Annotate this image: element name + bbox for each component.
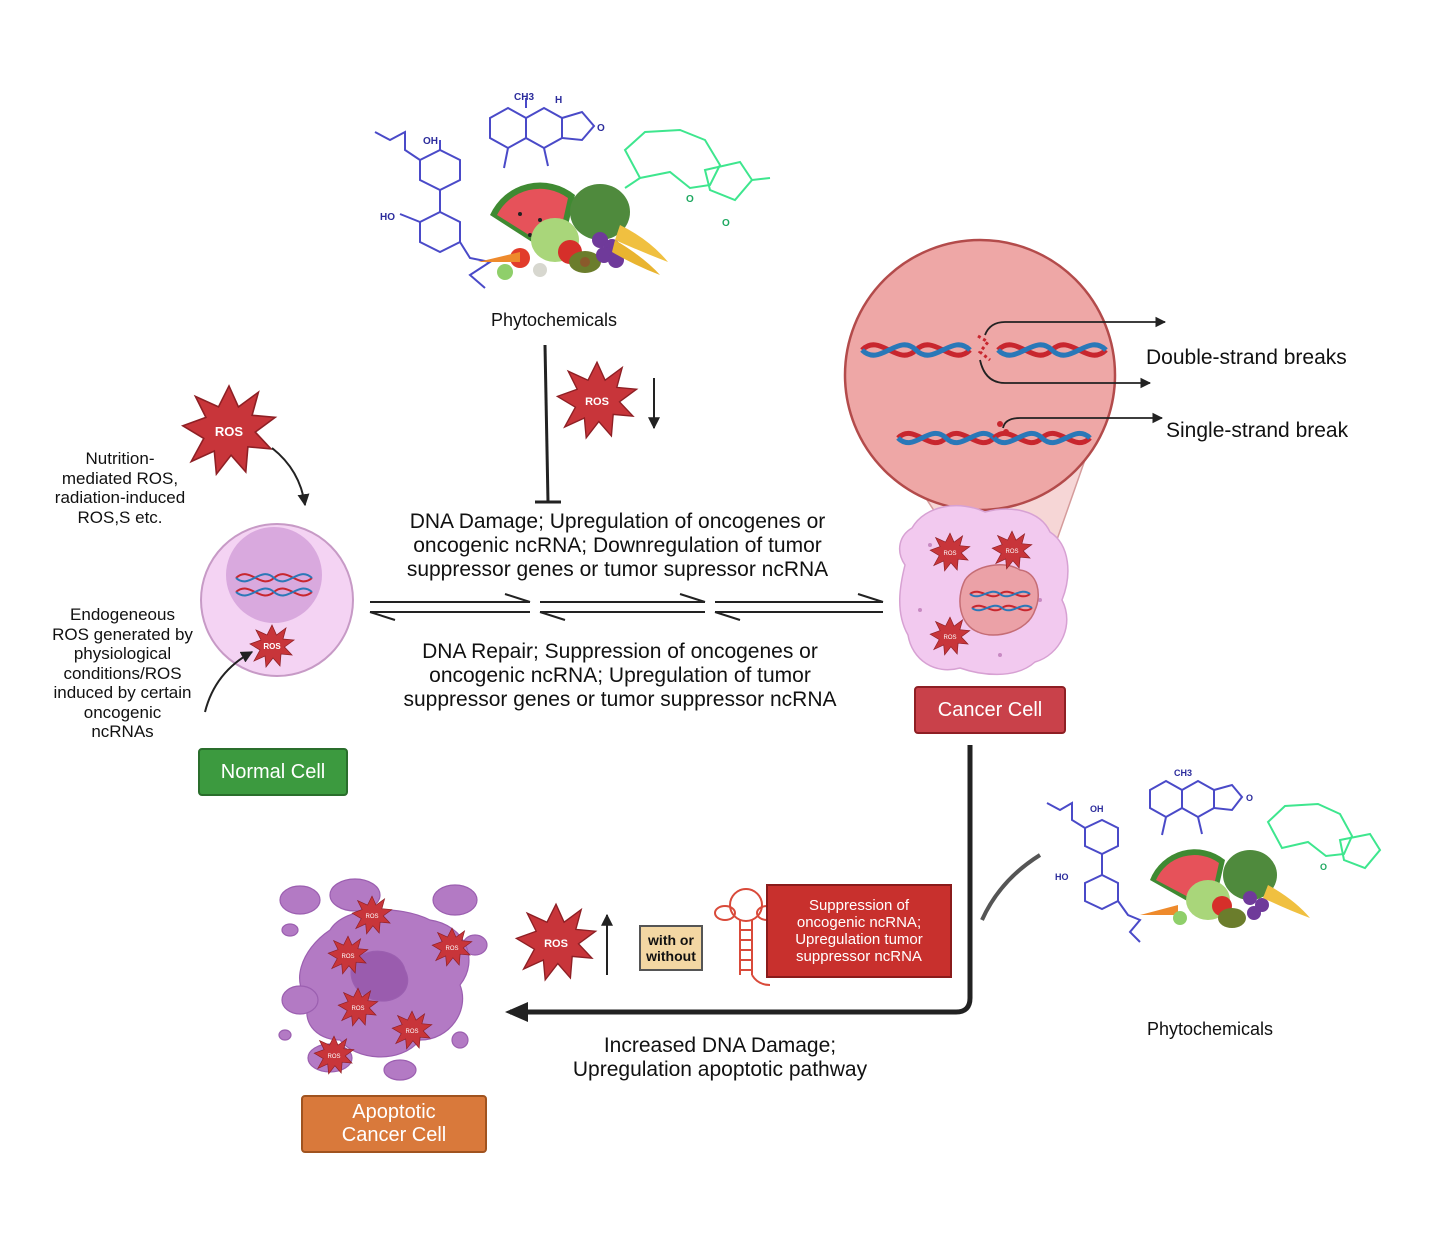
svg-text:ROS: ROS — [327, 1054, 340, 1060]
o-label-top: O — [597, 123, 605, 134]
elbow-arrow-head — [505, 1002, 528, 1022]
svg-text:ROS: ROS — [215, 424, 244, 439]
increased-damage-text: Increased DNA Damage; Upregulation apopt… — [572, 1034, 868, 1082]
normal-cell: ROS — [200, 523, 354, 677]
svg-text:ROS: ROS — [341, 954, 354, 960]
nutrition-ros-text: Nutrition- mediated ROS, radiation-induc… — [54, 449, 186, 527]
svg-text:ROS: ROS — [405, 1029, 418, 1035]
svg-text:ROS: ROS — [445, 946, 458, 952]
with-or-without-box: with or without — [639, 925, 703, 971]
phyto-feed-line — [980, 853, 1042, 921]
double-strand-breaks-label: Double-strand breaks — [1146, 346, 1347, 369]
lactone-structure-bottom-icon — [1149, 779, 1244, 836]
ros-burst-nutrition: ROS — [182, 385, 276, 475]
cancer-cell-label: Cancer Cell — [914, 686, 1066, 734]
ho-label: HO — [380, 212, 395, 223]
nutrition-arrow — [271, 447, 310, 507]
o-label-green: O — [686, 194, 694, 205]
ch3-label: CH3 — [514, 92, 534, 103]
normal-cell-label: Normal Cell — [198, 748, 348, 796]
dna-zoom-circle — [843, 238, 1117, 512]
biphenyl-structure-icon — [374, 130, 493, 289]
oh-label: OH — [423, 136, 438, 147]
o-label-bottom: O — [1246, 793, 1253, 803]
elbow-arrow-line — [510, 745, 973, 1015]
ros-top-text: ROS — [585, 396, 609, 408]
fruits-vegetables-bottom-icon — [1140, 849, 1310, 928]
ho-label-bottom: HO — [1055, 872, 1069, 882]
cancer-cell: ROS ROS ROS — [898, 505, 1069, 676]
phytochemicals-bottom-label: Phytochemicals — [1147, 1019, 1273, 1039]
phytochemicals-top-cluster: OH HO CH3 H O O O — [374, 92, 771, 330]
biphenyl-structure-bottom-icon — [1046, 801, 1142, 943]
o-label-green-bottom: O — [1320, 862, 1327, 872]
svg-text:ROS: ROS — [943, 551, 956, 557]
ros-bottom-text: ROS — [544, 938, 568, 950]
lactone-structure-icon — [489, 98, 596, 169]
apoptotic-cell-label: Apoptotic Cancer Cell — [301, 1095, 487, 1153]
h-label-top: H — [555, 95, 562, 106]
macrocycle-structure-bottom-icon — [1266, 802, 1382, 870]
phytochemicals-bottom-cluster: OH HO CH3 O O Phytochemicals — [1046, 768, 1382, 1039]
svg-text:ROS: ROS — [365, 914, 378, 920]
endogenous-ros-text: Endogeneous ROS generated by physiologic… — [52, 605, 193, 742]
endogenous-arrow — [204, 651, 254, 713]
suppression-ncrna-box: Suppression of oncogenic ncRNA; Upregula… — [766, 884, 952, 978]
svg-text:ROS: ROS — [1005, 549, 1018, 555]
phytochemicals-top-label: Phytochemicals — [491, 310, 617, 330]
oh-label-bottom: OH — [1090, 804, 1104, 814]
fruits-vegetables-icon — [478, 182, 668, 280]
svg-text:ROS: ROS — [943, 635, 956, 641]
break-pointer-lines — [979, 316, 1167, 429]
ch3-label-bottom: CH3 — [1174, 768, 1192, 778]
dna-repair-text: DNA Repair; Suppression of oncogenes or … — [403, 640, 837, 712]
apoptotic-ros-group: ROS ROS ROS ROS ROS ROS — [313, 895, 473, 1075]
macrocycle-structure-icon — [623, 128, 771, 202]
inhibition-line — [543, 344, 550, 503]
o-label-green-2: O — [722, 218, 730, 229]
ros-cell-text: ROS — [263, 642, 281, 651]
equilibrium-arrows — [369, 593, 884, 621]
svg-text:ROS: ROS — [351, 1006, 364, 1012]
single-strand-break-label: Single-strand break — [1166, 419, 1349, 442]
dna-damage-text: DNA Damage; Upregulation of oncogenes or… — [406, 510, 829, 582]
